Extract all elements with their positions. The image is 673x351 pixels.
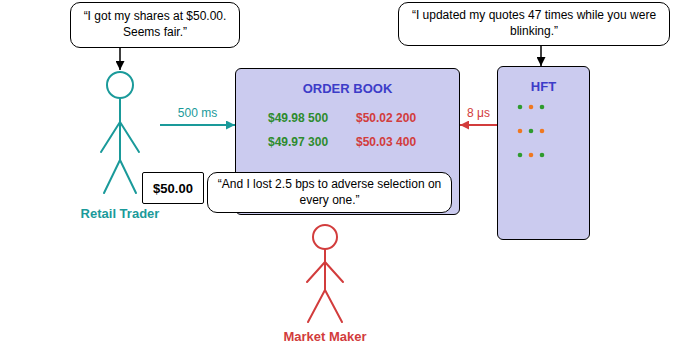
figure-body: [324, 249, 326, 290]
figure-leg: [104, 160, 120, 193]
latency-label: 8 μs: [465, 106, 492, 120]
figure-label: Retail Trader: [80, 206, 160, 221]
activity-dot: [529, 105, 534, 110]
hft-box: HFT: [497, 66, 590, 240]
panel-text: $49.97 300: [268, 135, 328, 149]
activity-dot: [518, 129, 523, 134]
panel-text: $49.98 500: [268, 111, 328, 125]
activity-dot: [540, 105, 545, 110]
latency-label: 500 ms: [176, 106, 219, 120]
figure-head: [107, 72, 133, 98]
panel-text: $50.02 200: [356, 111, 416, 125]
speech-text: “I updated my quotes 47 times while you …: [407, 8, 661, 39]
figure-body: [119, 98, 121, 160]
speech-text: “I got my shares at $50.00. Seems fair.”: [79, 9, 231, 40]
figure-head: [313, 225, 337, 249]
figure-arm: [120, 122, 139, 152]
activity-dot: [518, 105, 523, 110]
speech-bubble: “I updated my quotes 47 times while you …: [398, 2, 670, 46]
speech-bubble: “I got my shares at $50.00. Seems fair.”: [70, 2, 240, 48]
figure-leg: [325, 290, 342, 322]
trader-figure: Market Maker: [270, 215, 380, 347]
activity-dot: [540, 129, 545, 134]
figure-arm: [325, 262, 343, 282]
retail-trader-figure: [101, 72, 139, 193]
price-label: $50.00: [153, 181, 193, 196]
market-maker-figure: [307, 225, 343, 322]
flow-arrow: [460, 124, 497, 126]
activity-dot: [529, 129, 534, 134]
panel-text: $50.03 400: [356, 135, 416, 149]
activity-dot: [540, 153, 545, 158]
activity-dot: [529, 153, 534, 158]
panel-text: HFT: [498, 79, 589, 94]
figure-leg: [120, 160, 136, 193]
speech-text: “And I lost 2.5 bps to adverse selection…: [216, 177, 443, 208]
activity-dot: [518, 153, 523, 158]
flow-arrow: [160, 124, 235, 126]
speech-bubble: “And I lost 2.5 bps to adverse selection…: [207, 172, 452, 213]
panel-text: ORDER BOOK: [236, 81, 459, 96]
figure-leg: [308, 290, 325, 322]
figure-arm: [307, 262, 325, 282]
figure-arm: [101, 122, 120, 152]
flow-arrow: [540, 46, 542, 66]
price-box: $50.00: [142, 172, 204, 204]
figure-label: Market Maker: [270, 329, 380, 344]
flow-arrow: [119, 48, 121, 70]
